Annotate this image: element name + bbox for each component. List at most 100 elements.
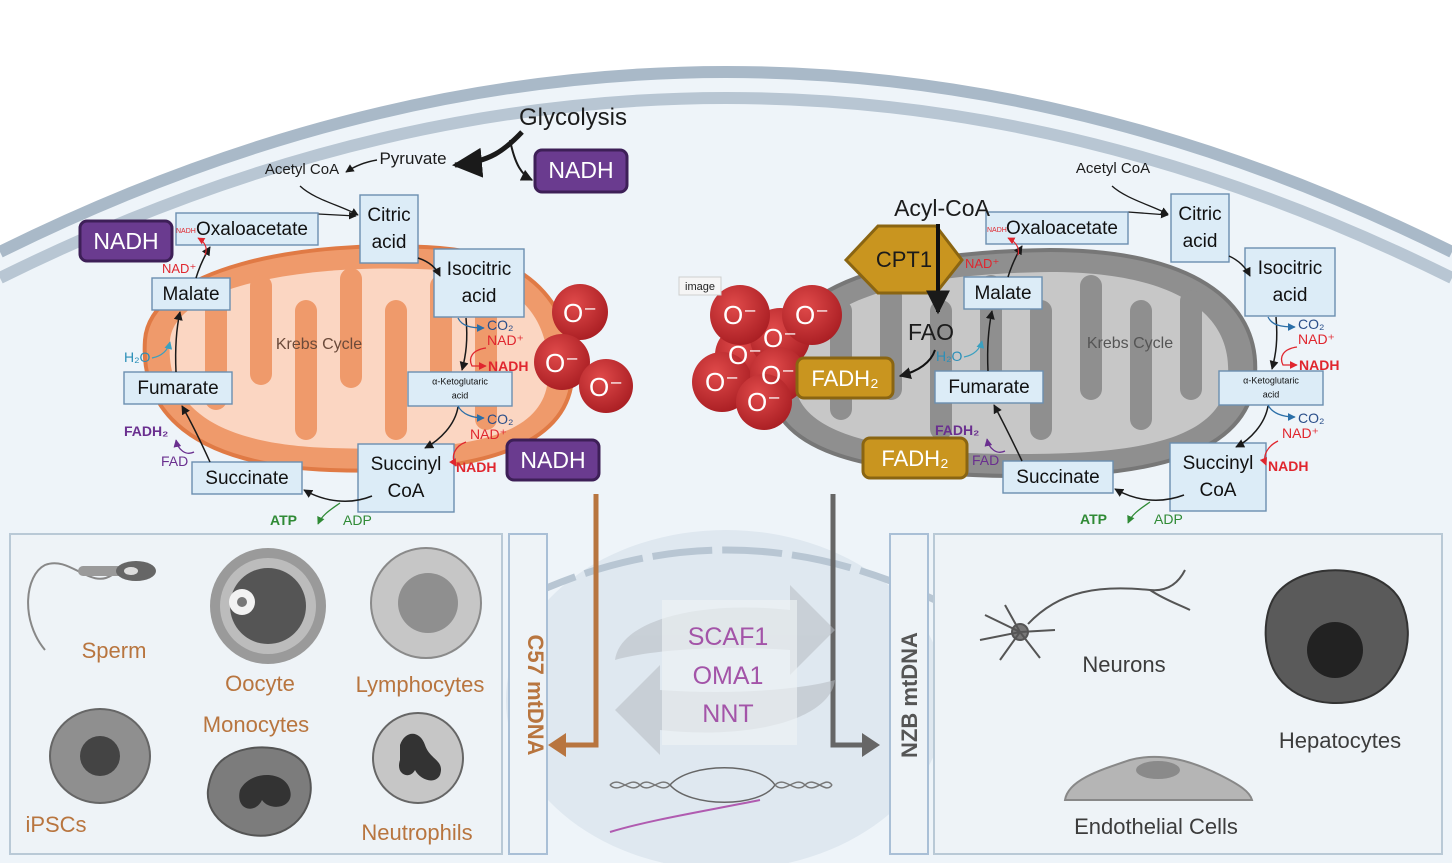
nuclear-envelope (518, 546, 937, 604)
isocitric-box-left: Isocitric acid (433, 248, 525, 318)
pyruvate-to-acetylcoa-arrow (345, 159, 378, 173)
ros-right-4 (782, 285, 842, 345)
nzb-label-panel (889, 533, 929, 855)
fao-arrow (898, 349, 936, 380)
ipscs-label: iPSCs (25, 812, 86, 837)
nad-plus-right-2: NAD⁺ (1282, 425, 1319, 441)
nadh-arrow-left-2 (449, 441, 467, 467)
oaa-to-citric-right-arrow (1127, 210, 1169, 219)
isocitric-right-line1: Isocitric (1258, 258, 1322, 279)
fad-arrow-right (984, 438, 1006, 453)
citric-right-line2: acid (1183, 231, 1218, 252)
ros-right-1-label: O⁻ (728, 340, 762, 370)
sperm-label: Sperm (82, 638, 147, 663)
rbp-1: SCAF1 (688, 623, 769, 651)
ros-right-3-label: O⁻ (723, 300, 757, 330)
h2o-left: H₂O (124, 349, 151, 365)
atp-right: ATP (1080, 511, 1107, 527)
cpt1-diamond: CPT1 (843, 224, 964, 295)
malate-box-right: Malate (963, 276, 1043, 310)
isocitric-left-line2: acid (462, 286, 497, 307)
malate-box-left: Malate (151, 277, 231, 311)
co2-right-2: CO₂ (1298, 410, 1324, 426)
citric-right-line1: Citric (1178, 204, 1221, 225)
rbp-3: NNT (702, 700, 753, 728)
h2o-arrow-left (151, 341, 173, 359)
neuron-icon (979, 569, 1191, 661)
malate-right-label: Malate (974, 283, 1031, 304)
neutrophils-label: Neutrophils (361, 820, 472, 845)
acetylcoa-left-label: Acetyl CoA (265, 161, 339, 178)
ros-left-1-label: O⁻ (563, 298, 597, 328)
succinylcoa-box-left: Succinyl CoA (357, 443, 455, 513)
ros-right-6-label: O⁻ (761, 360, 795, 390)
ros-right-2-label: O⁻ (763, 323, 797, 353)
image-tag: image (678, 276, 722, 296)
c57-arrowhead (548, 733, 566, 757)
succinyl-right-line1: Succinyl (1183, 453, 1254, 474)
nad-plus-left-2: NAD⁺ (470, 426, 507, 442)
nzb-arrowhead (862, 733, 880, 757)
nzb-label: NZB mtDNA (897, 632, 922, 758)
nadh-right-2: NADH (1268, 458, 1308, 474)
atp-left: ATP (270, 512, 297, 528)
isocitric-left-line1: Isocitric (447, 259, 511, 280)
ros-left-3-label: O⁻ (589, 372, 623, 402)
isocitric-box-right: Isocitric acid (1244, 247, 1336, 317)
oocyte-icon (210, 548, 326, 664)
oxaloacetate-box-right: Oxaloacetate (985, 211, 1129, 245)
co2-arrow-left-2 (457, 405, 485, 422)
nadh-badge-top-label: NADH (548, 157, 613, 183)
endothelial-label: Endothelial Cells (1074, 814, 1238, 839)
succinate-left-label: Succinate (205, 468, 288, 489)
akg-right-line1: α-Ketoglutaric (1243, 375, 1299, 385)
mitochondrion-nzb (767, 247, 1258, 479)
ros-left-3: O⁻ (579, 359, 633, 413)
co2-arrow-right-1 (1267, 316, 1296, 331)
co2-right-1: CO₂ (1298, 316, 1324, 332)
endothelial-icon (1063, 755, 1254, 801)
nad-plus-left: NAD⁺ (162, 261, 196, 276)
neutrophil-icon (372, 712, 464, 804)
succinyl-left-line1: Succinyl (371, 454, 442, 475)
nadh-badge-left-label: NADH (93, 228, 158, 254)
ros-left-2: O⁻ (534, 334, 590, 390)
akg-box-right: α-Ketoglutaric acid (1218, 370, 1324, 406)
cell-membrane-outer (0, 66, 1452, 258)
akg-left-line2: acid (452, 390, 469, 400)
cpt1-label: CPT1 (876, 247, 932, 272)
oxaloacetate-right-label: Oxaloacetate (1006, 218, 1118, 239)
nad-arrow-left (197, 237, 207, 256)
krebs-left-label: Krebs Cycle (276, 336, 362, 353)
fadh2-badge-a-label: FADH₂ (811, 366, 878, 391)
lymphocytes-label: Lymphocytes (356, 672, 485, 697)
hepatocytes-label: Hepatocytes (1279, 728, 1401, 753)
citric-left-line1: Citric (367, 205, 410, 226)
fadh2-badge-b: FADH₂ (861, 436, 969, 480)
ros-right-7-label: O⁻ (747, 387, 781, 417)
akg-box-left: α-Ketoglutaric acid (407, 371, 513, 407)
oxaloacetate-box-left: Oxaloacetate (175, 212, 319, 246)
nadh-arrow-right-2 (1259, 440, 1279, 466)
oaa-to-citric-left-arrow (317, 211, 357, 220)
cell-membrane-inner (0, 92, 1452, 284)
h2o-right: H₂O (936, 348, 963, 364)
nadh-badge-left: NADH (78, 219, 174, 263)
oocyte-label: Oocyte (225, 671, 295, 696)
succinate-box-right: Succinate (1002, 460, 1114, 494)
nadh-arrow-left-1 (469, 347, 487, 370)
fumarate-box-right: Fumarate (934, 370, 1044, 404)
nadh-right-1: NADH (1299, 357, 1339, 373)
co2-left-2: CO₂ (487, 411, 513, 427)
nad-plus-right: NAD⁺ (965, 256, 999, 271)
lymphocyte-icon (370, 547, 482, 659)
succinate-box-left: Succinate (191, 461, 303, 495)
succinyl-left-line2: CoA (388, 481, 425, 502)
fadh2-badge-a: FADH₂ (795, 356, 895, 400)
nzb-arrow (830, 494, 866, 748)
rbp-box (662, 600, 797, 745)
fad-right: FAD (972, 452, 999, 468)
nadh-left-2: NADH (456, 459, 496, 475)
ros-right-3 (710, 285, 770, 345)
acetylcoa-right-label: Acetyl CoA (1076, 160, 1150, 177)
